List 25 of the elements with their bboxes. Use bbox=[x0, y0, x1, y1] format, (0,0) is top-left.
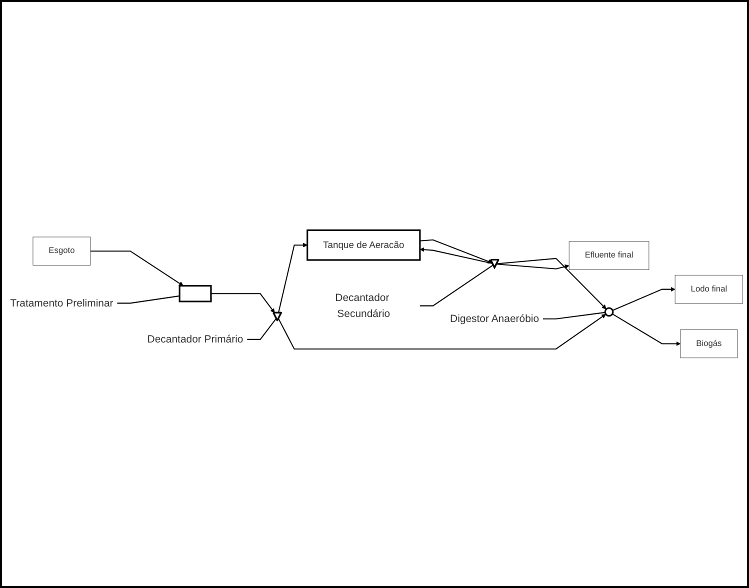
arrow bbox=[210, 293, 275, 314]
arrow bbox=[496, 258, 606, 310]
node-box bbox=[178, 284, 212, 302]
arrow bbox=[90, 250, 184, 286]
arrow bbox=[420, 247, 493, 264]
node-ellipse bbox=[604, 307, 614, 317]
arrow bbox=[278, 242, 308, 313]
node-box: Efluente final bbox=[568, 241, 650, 270]
arrow bbox=[420, 239, 493, 264]
node-box: Biogás bbox=[680, 329, 738, 358]
arrow bbox=[496, 264, 570, 270]
node-text: Tratamento Preliminar bbox=[10, 297, 114, 309]
connector bbox=[247, 318, 277, 340]
node-text: Decantador Secundário bbox=[335, 292, 390, 320]
arrow bbox=[612, 286, 676, 311]
node-box: Tanque de Aeracão bbox=[306, 229, 421, 261]
connector bbox=[542, 312, 606, 320]
arrow bbox=[612, 313, 681, 346]
connector bbox=[420, 264, 494, 306]
connector bbox=[117, 295, 180, 304]
node-text: Decantador Primário bbox=[147, 334, 244, 346]
node-box: Lodo final bbox=[674, 274, 744, 304]
arrow bbox=[278, 314, 606, 350]
node-text: Digestor Anaeróbio bbox=[450, 313, 540, 325]
node-box: Esgoto bbox=[32, 236, 91, 266]
